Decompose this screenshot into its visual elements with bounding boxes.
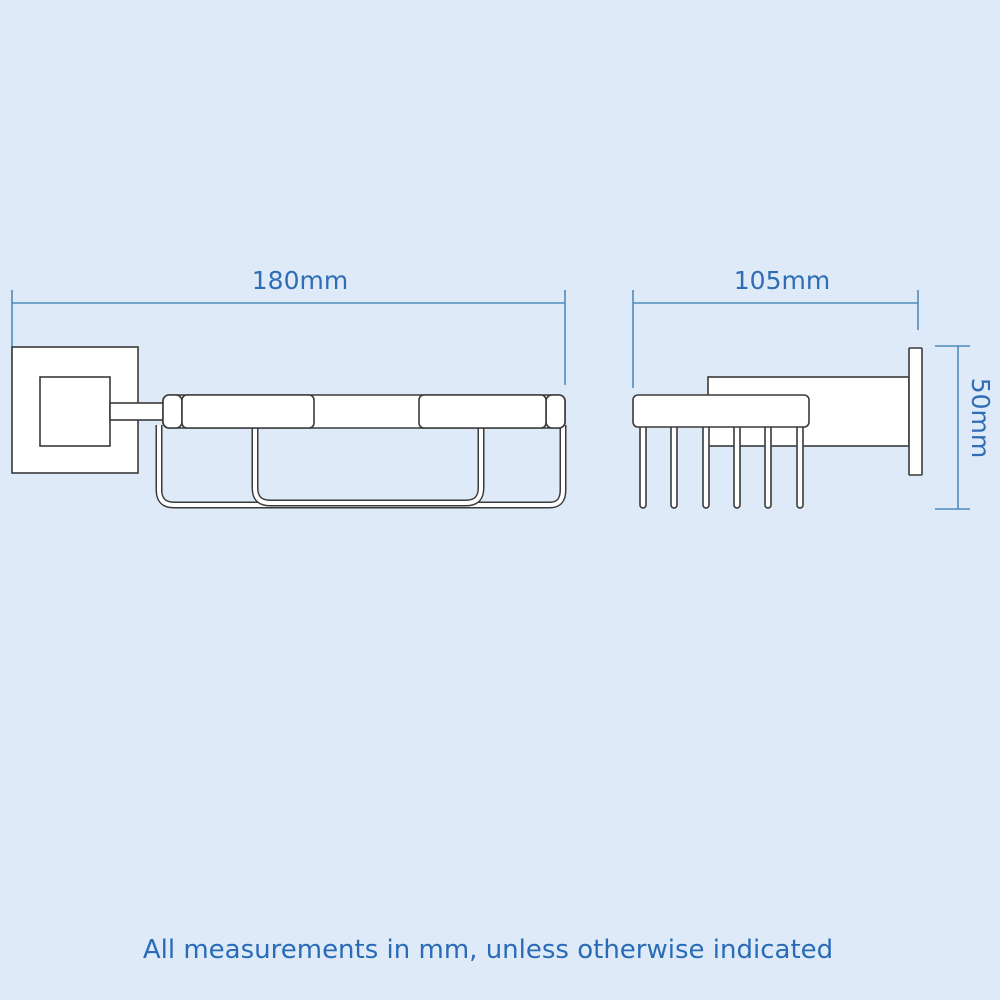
wire-pins (639, 419, 804, 509)
wire-loops (155, 425, 567, 509)
front-width-label: 180mm (252, 266, 348, 295)
front-width-dimension: 180mm (11, 266, 566, 385)
side-depth-label: 105mm (734, 266, 830, 295)
side-height-dimension: 50mm (935, 345, 995, 510)
side-height-label: 50mm (966, 378, 995, 459)
support-arm (109, 402, 166, 421)
side-depth-dimension: 105mm (632, 266, 919, 388)
wall-plate-side (908, 347, 923, 476)
measurement-note: All measurements in mm, unless otherwise… (142, 935, 834, 965)
shelf-rail-side (632, 394, 810, 428)
side-view (632, 347, 923, 509)
plate-inner-square (39, 376, 111, 447)
front-view (11, 346, 567, 509)
